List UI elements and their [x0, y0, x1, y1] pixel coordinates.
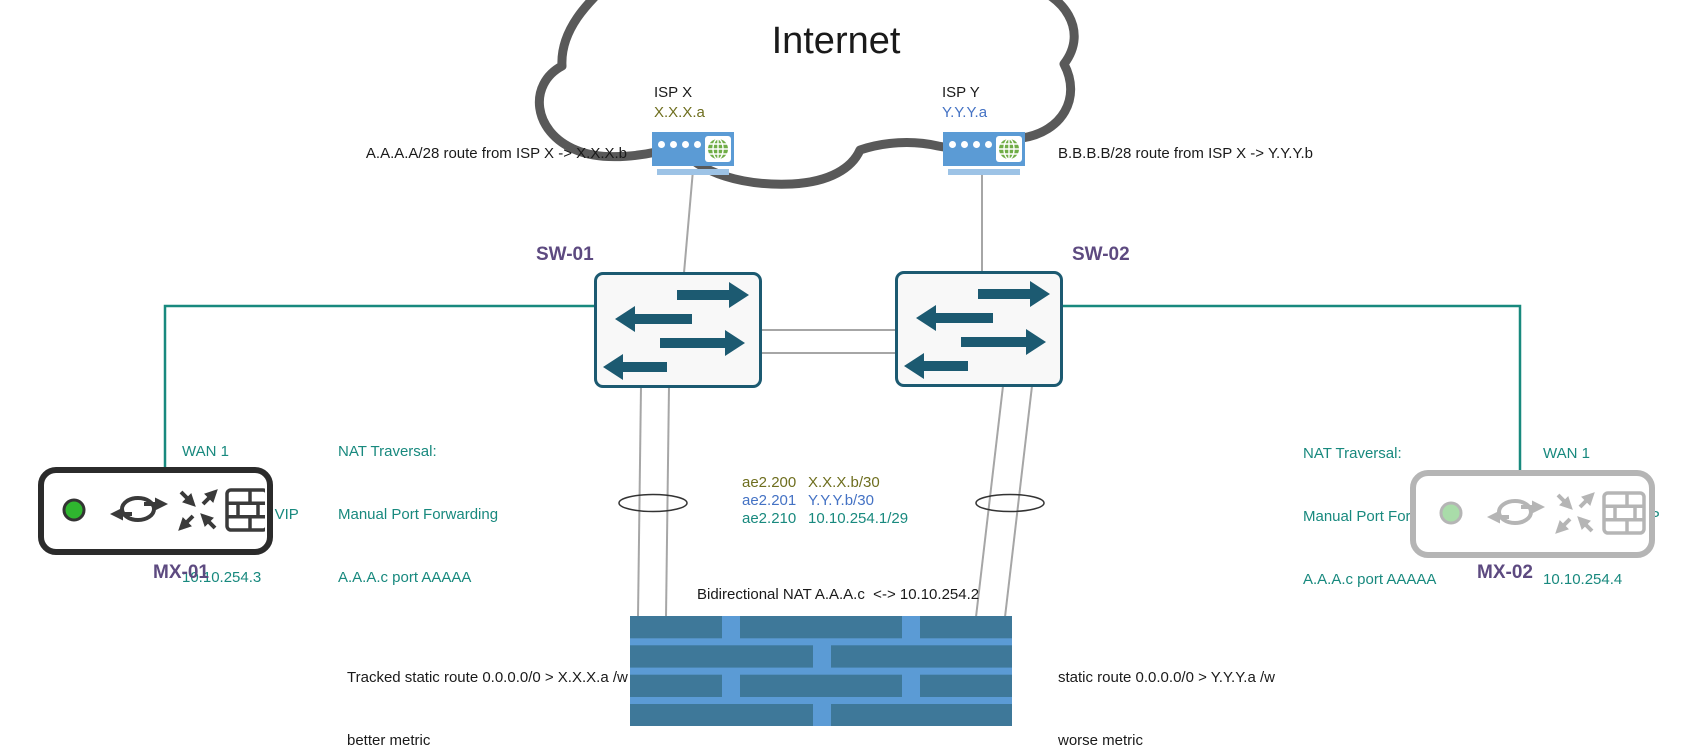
interface-list: ae2.200 X.X.X.b/30 ae2.201 Y.Y.Y.b/30 ae… [742, 474, 908, 528]
interface-row: ae2.210 10.10.254.1/29 [742, 510, 908, 528]
firewall [630, 616, 1012, 726]
nat-line: NAT Traversal: [338, 443, 437, 460]
mx01-label: MX-01 [153, 562, 209, 583]
crossing-arrows-icon [178, 489, 218, 531]
interface-port: ae2.201 [742, 492, 797, 509]
wan-line: 10.10.254.3 [182, 569, 262, 586]
switch-arrows-icon [603, 282, 749, 380]
port-led [961, 141, 968, 148]
isp-x-ip: X.X.X.a [654, 104, 705, 121]
isp-y-router [943, 132, 1025, 166]
annotation-route-isp-y: B.B.B.B/28 route from ISP X -> Y.Y.Y.b [1058, 145, 1314, 162]
routing-icon [110, 496, 168, 522]
routing-icon [1487, 499, 1545, 525]
annotation-line: better metric [347, 732, 431, 749]
lag-ellipse-left [618, 493, 688, 513]
status-led [62, 498, 86, 522]
wan-path-mx01 [163, 304, 594, 467]
interface-address: X.X.X.b/30 [808, 474, 880, 491]
isp-x-base [657, 169, 729, 175]
internet-label: Internet [771, 20, 901, 62]
firewall-icon [225, 488, 265, 532]
port-led [670, 141, 677, 148]
sw02-switch [895, 271, 1063, 387]
annotation-static-route: static route 0.0.0.0/0 > Y.Y.Y.a /w wors… [1058, 625, 1275, 752]
annotation-line: static route 0.0.0.0/0 > Y.Y.Y.a /w [1058, 669, 1275, 686]
mx-front-panel [1439, 491, 1646, 535]
isp-y-ip: Y.Y.Y.a [942, 104, 988, 121]
mx01-nat-info: NAT Traversal: Manual Port Forwarding A.… [338, 399, 498, 630]
annotation-bidirectional-nat: Bidirectional NAT A.A.A.c <-> 10.10.254.… [697, 586, 980, 603]
mx02-label: MX-02 [1477, 562, 1533, 583]
interface-port: ae2.200 [742, 474, 797, 491]
globe-icon [996, 136, 1022, 162]
wan-line: WAN 1 [182, 443, 229, 460]
port-led [694, 141, 701, 148]
isp-y-base [948, 169, 1020, 175]
sw01-switch [594, 272, 762, 388]
port-led [985, 141, 992, 148]
isp-y-name: ISP Y [942, 84, 980, 101]
link-sw02-fw-b [1004, 385, 1033, 618]
link-sw02-fw-a [975, 385, 1004, 618]
port-led [682, 141, 689, 148]
firewall-icon [1602, 491, 1646, 535]
annotation-line: Tracked static route 0.0.0.0/0 > X.X.X.a… [347, 669, 628, 686]
switch-arrows-icon [904, 281, 1050, 379]
link-ispx-sw01 [683, 169, 694, 274]
mx-front-panel [62, 488, 265, 532]
link-sw01-fw-a [637, 385, 642, 618]
sw01-label: SW-01 [536, 244, 594, 265]
mx02-device [1410, 470, 1655, 558]
isp-x-router [652, 132, 734, 166]
interface-row: ae2.201 Y.Y.Y.b/30 [742, 492, 908, 510]
port-led [973, 141, 980, 148]
interface-row: ae2.200 X.X.X.b/30 [742, 474, 908, 492]
lag-ellipse-right [975, 493, 1045, 513]
wan-line: 10.10.254.4 [1543, 571, 1623, 588]
interface-port: ae2.210 [742, 510, 797, 527]
link-sw01-fw-b [665, 385, 670, 618]
mx01-device [38, 467, 273, 555]
interface-address: 10.10.254.1/29 [808, 510, 909, 527]
annotation-tracked-route: Tracked static route 0.0.0.0/0 > X.X.X.a… [347, 625, 628, 752]
globe-icon [705, 136, 731, 162]
interface-address: Y.Y.Y.b/30 [808, 492, 874, 509]
wan-path-mx02 [1061, 304, 1522, 470]
crossing-arrows-icon [1555, 492, 1595, 534]
nat-line: NAT Traversal: [1303, 445, 1402, 462]
wan-line: WAN 1 [1543, 445, 1590, 462]
port-led [658, 141, 665, 148]
sw02-label: SW-02 [1072, 244, 1130, 265]
nat-line: A.A.A.c port AAAAA [1303, 571, 1437, 588]
port-led [949, 141, 956, 148]
annotation-route-isp-x: A.A.A.A/28 route from ISP X -> X.X.X.b [365, 145, 627, 162]
nat-line: A.A.A.c port AAAAA [338, 569, 472, 586]
isp-x-name: ISP X [654, 84, 693, 101]
annotation-line: worse metric [1058, 732, 1144, 749]
nat-line: Manual Port Forwarding [338, 506, 499, 523]
status-led [1439, 501, 1463, 525]
